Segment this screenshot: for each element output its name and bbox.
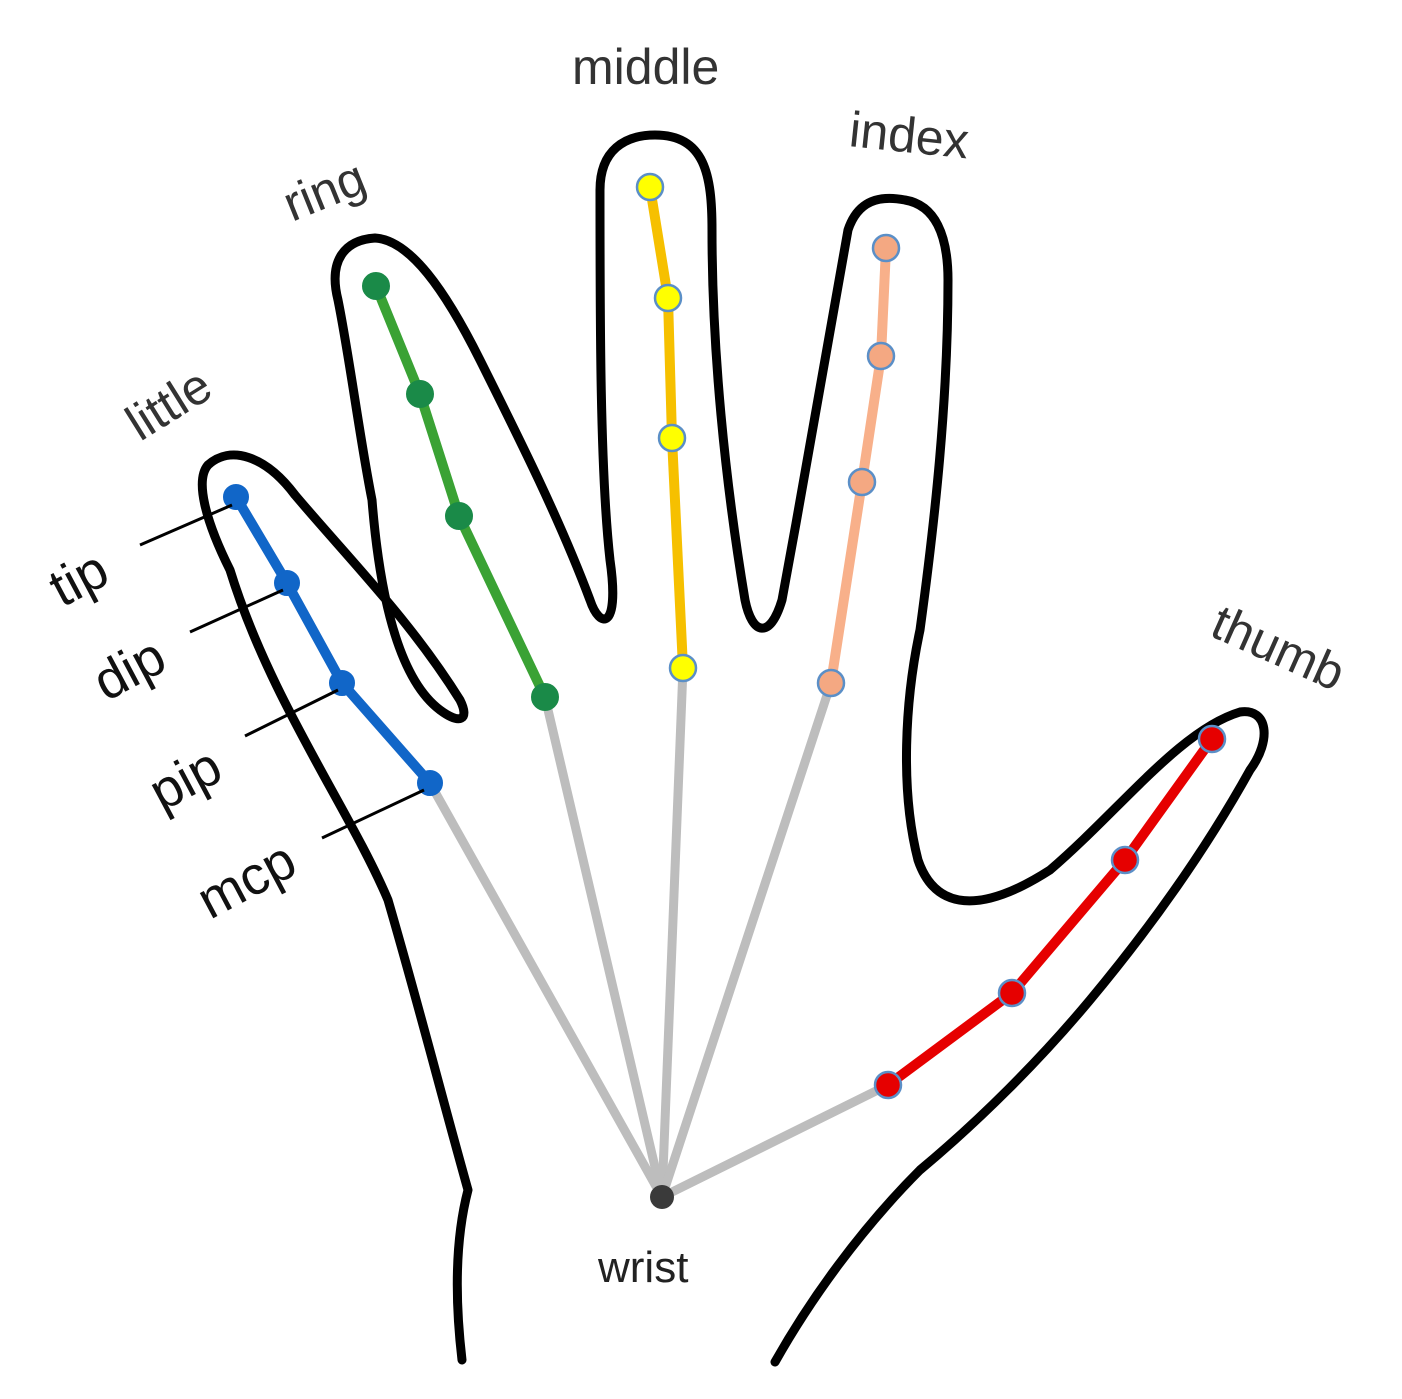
- joint-leader-lines: [139, 503, 425, 840]
- thumb-finger-label: thumb: [1204, 594, 1354, 702]
- ring-pip-point: [445, 502, 473, 530]
- connector-ring: [540, 692, 667, 1202]
- middle-finger-bones: [645, 182, 688, 673]
- thumb-pip-point: [997, 978, 1027, 1008]
- mcp-label: mcp: [187, 830, 305, 931]
- ring-tip-point: [362, 272, 390, 300]
- pip-label: pip: [139, 736, 231, 823]
- ring-finger-label: ring: [275, 149, 373, 232]
- ring-finger-bones: [371, 281, 550, 702]
- little-dip-point: [274, 570, 300, 596]
- wrist-connectors: [425, 663, 893, 1202]
- index-pip-point: [847, 467, 877, 497]
- middle-finger-joints: [635, 172, 698, 683]
- wrist-point: [650, 1185, 674, 1209]
- tip-label: tip: [39, 539, 118, 619]
- ring-mcp-point: [531, 683, 559, 711]
- hand-outline: [197, 130, 1269, 1367]
- ring-dip-point: [406, 380, 434, 408]
- index-tip-point: [871, 233, 901, 263]
- connector-index: [657, 678, 836, 1202]
- thumb-joints: [873, 724, 1227, 1100]
- middle-dip-point: [653, 283, 683, 313]
- little-finger-bones: [231, 492, 435, 788]
- mcp-leader-line: [321, 788, 425, 840]
- pip-leader-line: [244, 688, 339, 738]
- middle-pip-point: [657, 423, 687, 453]
- connector-middle: [657, 663, 688, 1202]
- connector-little: [425, 778, 667, 1202]
- wrist-label: wrist: [597, 1243, 688, 1292]
- little-finger-label: little: [116, 357, 221, 452]
- index-dip-point: [866, 341, 896, 371]
- connector-thumb: [657, 1080, 893, 1202]
- thumb-mcp-point: [873, 1070, 903, 1100]
- middle-tip-point: [635, 172, 665, 202]
- middle-mcp-point: [668, 653, 698, 683]
- index-finger-joints: [816, 233, 901, 698]
- thumb-tip-point: [1197, 724, 1227, 754]
- little-pip-point: [329, 670, 355, 696]
- index-finger-bones: [826, 243, 891, 688]
- index-finger-label: index: [847, 101, 972, 169]
- little-mcp-point: [417, 770, 443, 796]
- little-finger-joints: [223, 484, 443, 796]
- thumb-dip-point: [1110, 845, 1140, 875]
- ring-finger-joints: [362, 272, 559, 711]
- tip-leader-line: [139, 503, 233, 547]
- middle-finger-label: middle: [572, 39, 719, 95]
- thumb-bones: [883, 734, 1217, 1090]
- little-tip-point: [223, 484, 249, 510]
- dip-leader-line: [189, 588, 284, 634]
- dip-label: dip: [83, 626, 175, 713]
- index-mcp-point: [816, 668, 846, 698]
